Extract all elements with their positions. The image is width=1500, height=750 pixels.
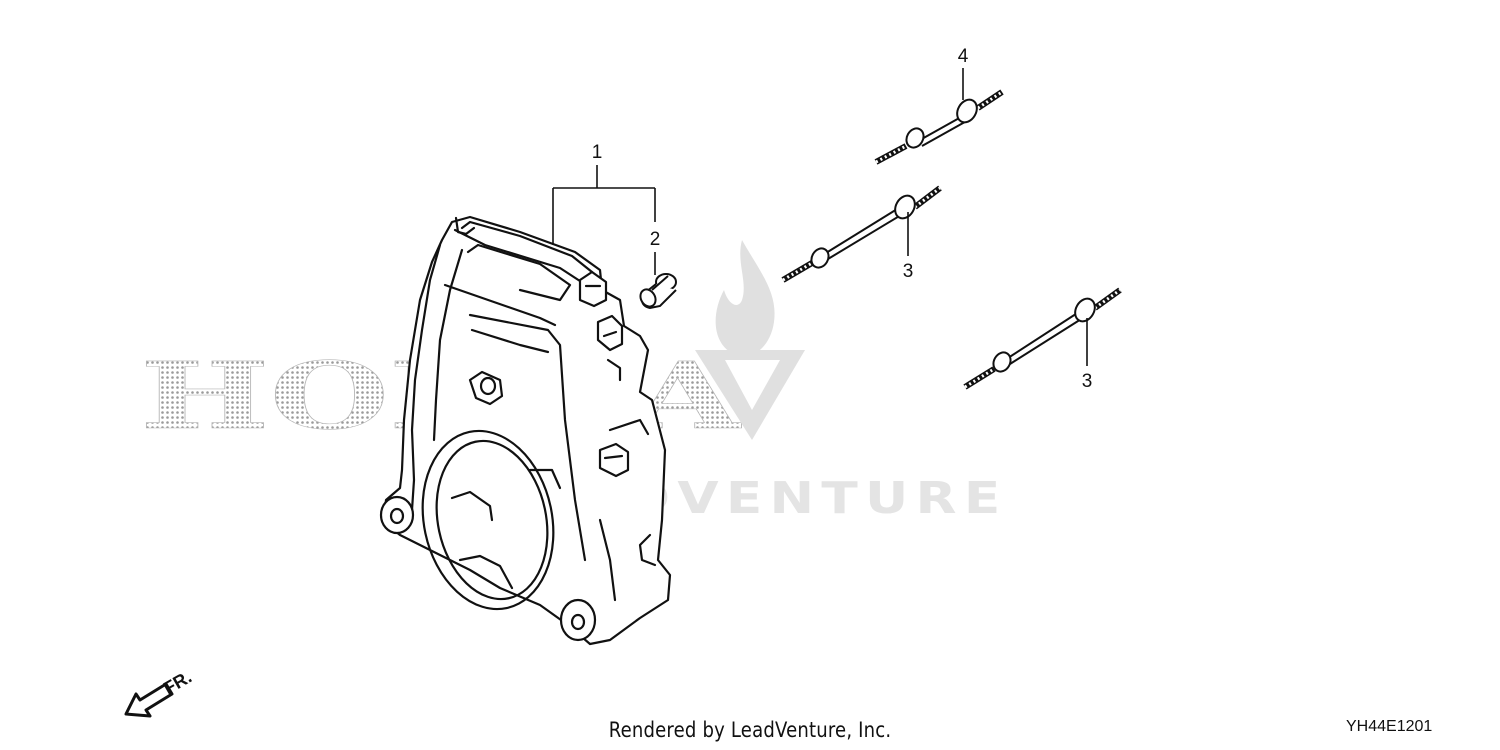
leadventure-logo-watermark bbox=[695, 240, 805, 440]
callout-4: 4 bbox=[958, 46, 969, 67]
callout-2: 2 bbox=[650, 229, 661, 250]
fan-cover-part bbox=[379, 215, 672, 646]
stud-bolt-part-3a bbox=[781, 185, 942, 283]
callout-1: 1 bbox=[592, 142, 603, 163]
diagram-code: YH44E1201 bbox=[1346, 718, 1433, 735]
callout-3-upper: 3 bbox=[903, 261, 914, 282]
callouts: 1 2 3 3 4 bbox=[592, 46, 1093, 392]
front-direction-indicator: FR. bbox=[124, 667, 195, 718]
front-arrow-icon bbox=[124, 682, 174, 718]
callout-3-lower: 3 bbox=[1082, 371, 1093, 392]
stud-bolt-part-4 bbox=[874, 89, 1004, 165]
stud-bolt-part-3b bbox=[963, 287, 1122, 390]
render-credit: Rendered by LeadVenture, Inc. bbox=[608, 718, 892, 742]
grommet-part bbox=[639, 273, 677, 310]
leader-lines bbox=[552, 68, 1088, 366]
